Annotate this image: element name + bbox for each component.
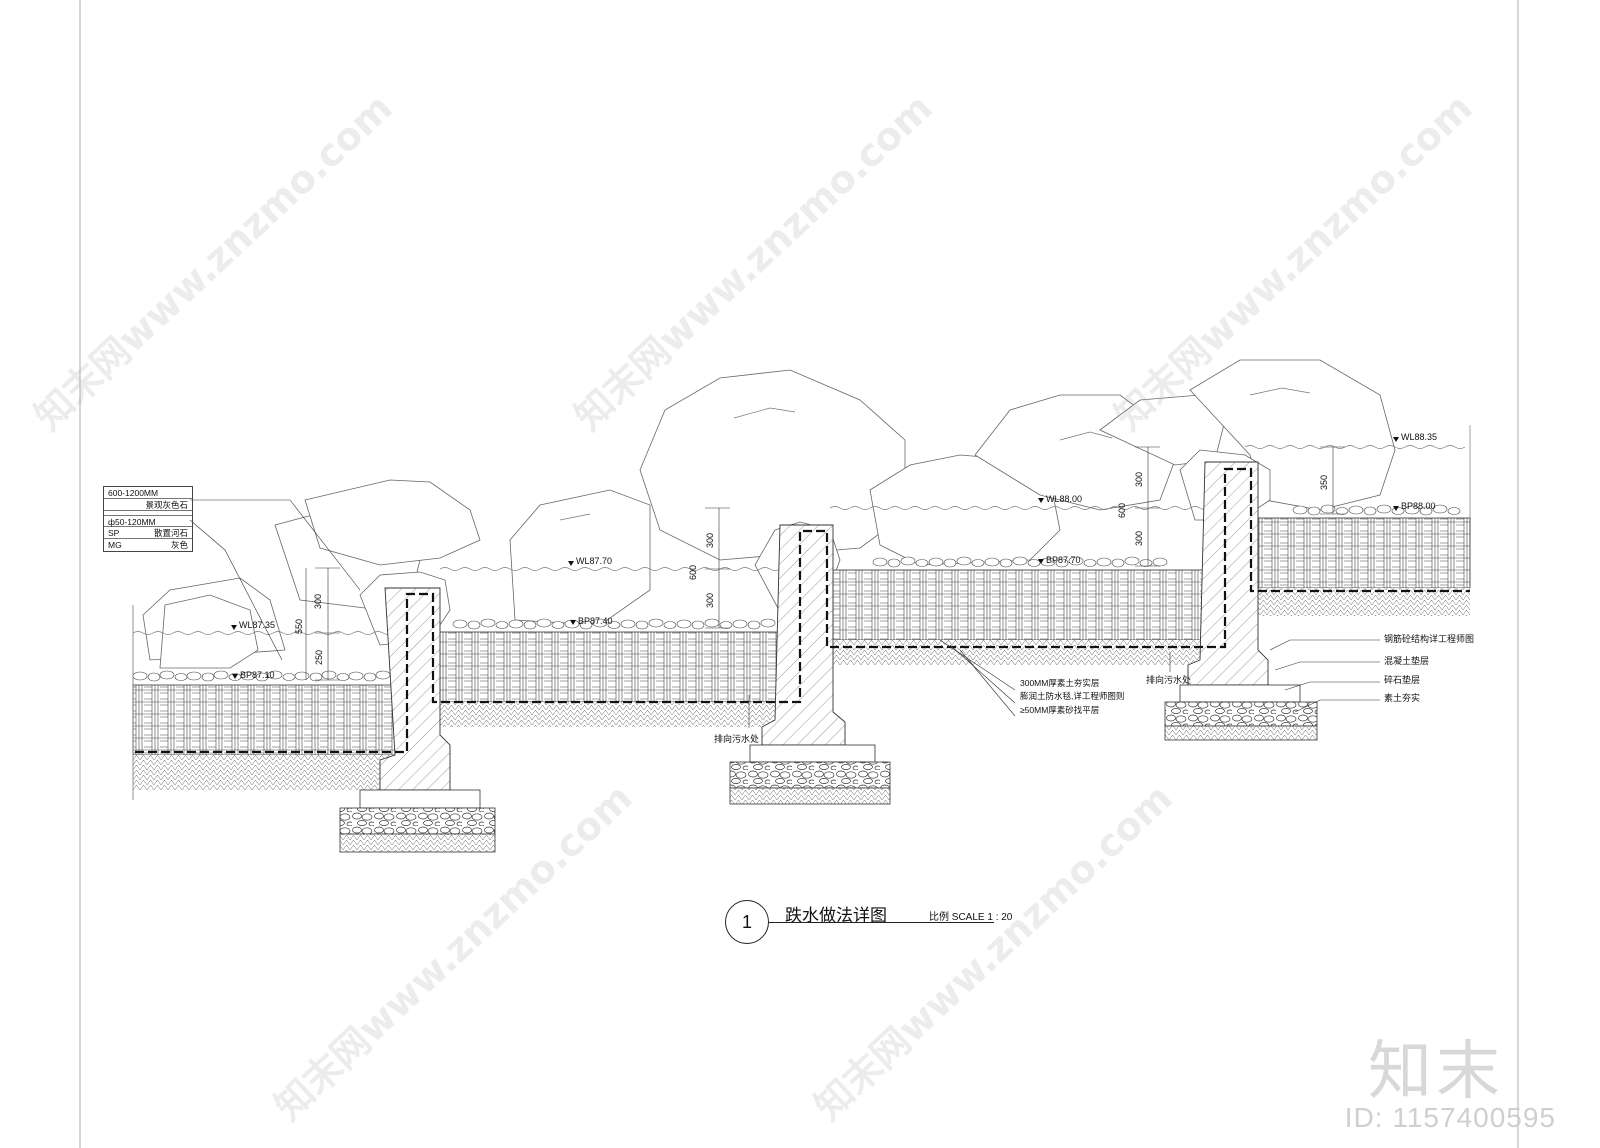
legend-row: MG 灰色: [104, 539, 192, 551]
dimension-label: 350: [1319, 474, 1329, 490]
dimension-lines: [305, 446, 1345, 681]
concrete-cushion-label: 混凝土垫层: [1384, 656, 1430, 666]
legend-desc: 散置河石: [153, 528, 188, 538]
level-label: WL87.35: [239, 620, 276, 630]
layer-tamp-label: 300MM厚素土夯实层: [1020, 678, 1100, 688]
drawing-scale: 比例 SCALE 1 : 20: [929, 912, 1013, 923]
rc-structure-label: 钢筋砼结构详工程师图: [1384, 634, 1475, 644]
legend-row: SP 散置河石: [104, 527, 192, 539]
level-markers: [231, 437, 1399, 679]
level-label: BP87.10: [240, 670, 275, 680]
layer-sand-label: ≥50MM厚素砂找平层: [1020, 705, 1100, 715]
dimension-label: 600: [688, 564, 698, 580]
level-label: WL88.35: [1401, 432, 1438, 442]
legend-desc: 灰色: [170, 540, 188, 550]
level-label: WL88.00: [1046, 494, 1083, 504]
drawing-title: 跌水做法详图: [785, 906, 887, 926]
legend-code: MG: [108, 540, 122, 550]
dimension-label: 300: [1134, 471, 1144, 487]
footings: [132, 605, 1318, 853]
leader-lines: [189, 499, 1380, 728]
material-legend: 600-1200MM 景观灰色石 ф50-120MM SP 散置河石 MG 灰色: [103, 486, 193, 552]
level-label: BP87.70: [1046, 555, 1081, 565]
drawing-number-text: 1: [741, 911, 752, 932]
dimension-label: 300: [705, 532, 715, 548]
legend-size: ф50-120MM: [108, 517, 156, 527]
gravel-cushion-label: 碎石垫层: [1384, 675, 1421, 685]
drain-label: 排向污水处: [714, 734, 760, 744]
concrete-walls: [379, 461, 1269, 791]
pond-beds: [132, 517, 1471, 790]
level-label: WL87.70: [576, 556, 613, 566]
soil-compaction-label: 素土夯实: [1384, 693, 1421, 703]
dimension-label: 250: [314, 649, 324, 665]
legend-row: 景观灰色石: [104, 499, 192, 511]
drawing-number: 1: [725, 900, 769, 944]
legend-size: 600-1200MM: [108, 488, 159, 498]
level-label: BP88.00: [1401, 501, 1436, 511]
membranes: [135, 467, 1470, 754]
drain-label: 排向污水处: [1146, 675, 1192, 685]
boulders: [142, 359, 1396, 669]
level-label: BP87.40: [578, 616, 613, 626]
dimension-label: 300: [313, 593, 323, 609]
boulder-detail: [559, 387, 1311, 521]
title-underline: [769, 922, 994, 923]
legend-code: SP: [108, 528, 120, 538]
watermark-brand: 知末: [1368, 1035, 1504, 1109]
legend-row: ф50-120MM: [104, 515, 192, 527]
dimension-label: 300: [1134, 530, 1144, 546]
dimension-label: 300: [705, 592, 715, 608]
legend-row: 600-1200MM: [104, 487, 192, 499]
pebble-layers: [132, 504, 1461, 682]
watermark-id: ID: 1157400595: [1344, 1102, 1556, 1133]
dimension-label: 600: [1117, 502, 1127, 518]
dimension-label: 550: [294, 618, 304, 634]
layer-membrane-label: 膨润土防水毯,详工程师图则: [1020, 691, 1125, 701]
legend-desc: 景观灰色石: [145, 500, 188, 510]
